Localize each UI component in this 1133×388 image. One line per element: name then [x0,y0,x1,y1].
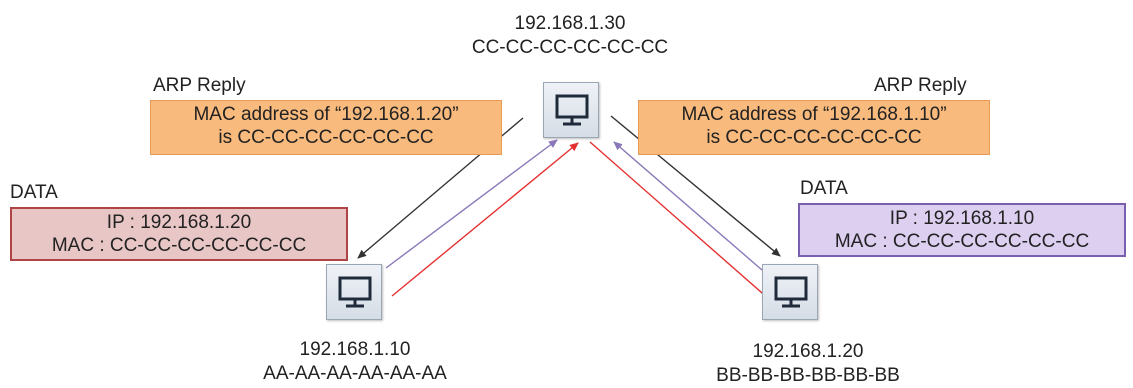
computer-monitor-icon [338,276,372,308]
data-right-line2: MAC : CC-CC-CC-CC-CC-CC [834,231,1090,252]
right-node-label: 192.168.1.20 BB-BB-BB-BB-BB-BB [683,340,933,388]
data-left-box: IP : 192.168.1.20 MAC : CC-CC-CC-CC-CC-C… [10,207,348,261]
arp-left-box: MAC address of “192.168.1.20” is CC-CC-C… [150,100,502,155]
top-node-ip: 192.168.1.30 [514,13,626,34]
left-node-mac: AA-AA-AA-AA-AA-AA [263,363,447,384]
arrow-right-to-top-purple [613,141,763,271]
top-node-label: 192.168.1.30 CC-CC-CC-CC-CC-CC [445,12,695,60]
arrow-top-to-right-data [589,141,771,301]
left-node-ip: 192.168.1.10 [299,339,411,360]
arp-right-line2: is CC-CC-CC-CC-CC-CC [706,127,922,148]
left-node-label: 192.168.1.10 AA-AA-AA-AA-AA-AA [230,338,480,386]
arp-left-line1: MAC address of “192.168.1.20” [193,104,459,125]
right-node-ip: 192.168.1.20 [752,341,864,362]
computer-monitor-icon [555,94,589,126]
top-node-mac: CC-CC-CC-CC-CC-CC [471,37,669,58]
right-computer[interactable] [762,264,818,320]
data-right-box: IP : 192.168.1.10 MAC : CC-CC-CC-CC-CC-C… [798,203,1126,257]
arrow-left-to-top-purple [385,139,558,269]
arp-right-line1: MAC address of “192.168.1.10” [681,104,947,125]
computer-monitor-icon [774,276,808,308]
data-right-title: DATA [800,178,848,199]
arrow-left-to-top-data [391,142,579,297]
top-computer[interactable] [543,82,599,138]
arp-left-title: ARP Reply [153,75,246,96]
data-left-title: DATA [10,182,58,203]
arp-left-line2: is CC-CC-CC-CC-CC-CC [218,127,434,148]
arp-right-box: MAC address of “192.168.1.10” is CC-CC-C… [638,100,990,155]
data-left-line2: MAC : CC-CC-CC-CC-CC-CC [51,235,307,256]
data-left-line1: IP : 192.168.1.20 [106,212,252,233]
data-right-line1: IP : 192.168.1.10 [889,208,1035,229]
right-node-mac: BB-BB-BB-BB-BB-BB [716,365,900,386]
left-computer[interactable] [326,264,382,320]
arp-right-title: ARP Reply [874,75,967,96]
